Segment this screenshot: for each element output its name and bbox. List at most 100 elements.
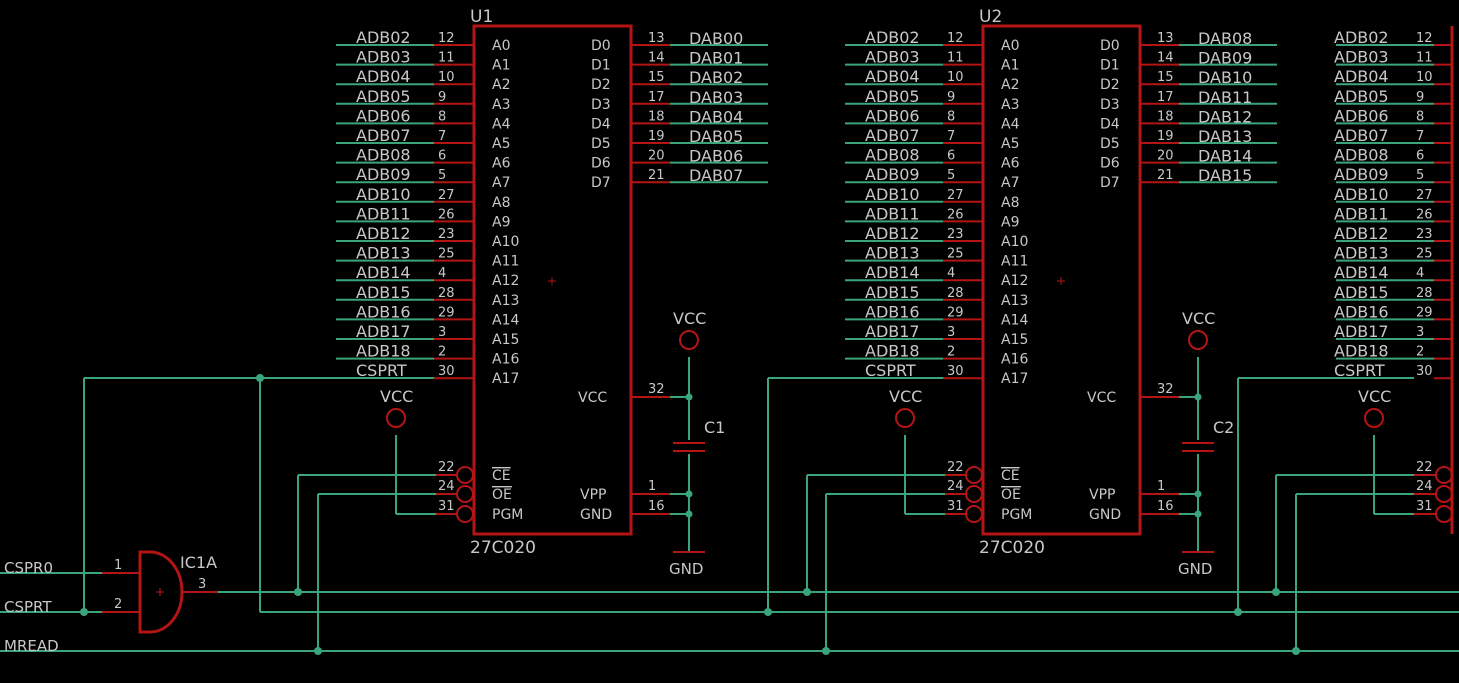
addr-net-label: ADB07: [865, 126, 920, 145]
addr-pin-num: 5: [438, 168, 446, 183]
chip-value-label: 27C020: [470, 538, 536, 558]
data-pin-name: D5: [1100, 136, 1120, 152]
chip3-addr-pin-num: 26: [1416, 207, 1433, 222]
addr-pin-num: 4: [438, 266, 446, 281]
data-pin-name: D2: [591, 77, 611, 93]
addr-pin-name: A4: [492, 116, 511, 132]
data-pin-num: 19: [1157, 129, 1174, 144]
addr-pin-name: A6: [492, 156, 511, 172]
addr-pin-name: A15: [492, 332, 519, 348]
chip3-ctrl-pin-num: 31: [1416, 499, 1433, 514]
data-pin-name: D3: [1100, 97, 1120, 113]
ctrl-pin-name: OE: [1001, 487, 1021, 503]
power-junction: [685, 510, 693, 518]
chip3-addr-pin-num: 10: [1416, 70, 1433, 85]
addr-net-label: ADB14: [356, 263, 411, 282]
data-net-label: DAB02: [689, 68, 743, 87]
addr-net-label: ADB09: [356, 165, 411, 184]
addr-pin-num: 7: [947, 129, 955, 144]
addr-pin-num: 10: [438, 70, 455, 85]
pwr-pin-name: VCC: [1087, 390, 1116, 406]
data-net-label: DAB04: [689, 107, 743, 126]
chip3-addr-net-label: ADB11: [1334, 204, 1389, 223]
addr-pin-num: 2: [947, 345, 955, 360]
addr-pin-num: 30: [947, 364, 964, 379]
addr-pin-num: 12: [947, 31, 964, 46]
ctrl-pin-num: 24: [438, 479, 455, 494]
ctrl-pin-num: 22: [947, 460, 964, 475]
chip3-addr-pin-num: 27: [1416, 188, 1433, 203]
data-pin-num: 17: [1157, 90, 1174, 105]
addr-net-label: ADB18: [865, 342, 920, 361]
addr-net-label: ADB12: [865, 224, 920, 243]
addr-pin-num: 8: [947, 109, 955, 124]
net-label-cspr0: CSPR0: [4, 559, 53, 577]
chip3-addr-net-label: ADB03: [1334, 48, 1389, 67]
ctrl-inversion-bubble: [965, 505, 983, 523]
data-pin-name: D5: [591, 136, 611, 152]
pwr-pin-name: VCC: [578, 390, 607, 406]
addr-net-label: ADB16: [865, 302, 920, 321]
chip3-addr-net-label: CSPRT: [1334, 361, 1385, 380]
vcc-symbol: [679, 330, 699, 350]
addr-pin-num: 3: [947, 325, 955, 340]
addr-pin-name: A14: [1001, 312, 1028, 328]
addr-pin-name: A11: [492, 254, 519, 270]
net-label-mread: MREAD: [4, 637, 59, 655]
addr-net-label: ADB17: [356, 322, 411, 341]
data-pin-name: D4: [1100, 116, 1120, 132]
chip3-ctrl-bubble: [1435, 485, 1453, 503]
addr-pin-name: A1: [1001, 58, 1019, 74]
addr-pin-name: A12: [1001, 273, 1028, 289]
chip3-ctrl-pin-num: 22: [1416, 460, 1433, 475]
chip3-addr-net-label: ADB18: [1334, 342, 1389, 361]
addr-net-label: ADB03: [356, 48, 411, 67]
data-pin-num: 21: [1157, 168, 1174, 183]
chip3-addr-pin-num: 30: [1416, 364, 1433, 379]
addr-pin-name: A16: [492, 352, 519, 368]
addr-pin-num: 6: [438, 149, 446, 164]
pwr-pin-num: 16: [1157, 499, 1174, 514]
addr-pin-num: 23: [438, 227, 455, 242]
gnd-label: GND: [1178, 560, 1212, 578]
chip-ref-label: U1: [470, 7, 493, 27]
power-junction: [685, 490, 693, 498]
data-net-label: DAB12: [1198, 107, 1252, 126]
addr-net-label: ADB11: [356, 204, 411, 223]
addr-net-label: ADB05: [356, 87, 411, 106]
addr-pin-name: A14: [492, 312, 519, 328]
chip3-addr-pin-num: 29: [1416, 305, 1433, 320]
addr-pin-name: A0: [492, 38, 510, 54]
addr-net-label: ADB09: [865, 165, 920, 184]
data-net-label: DAB03: [689, 88, 743, 107]
and-gate-ic1a: IC1A 1 2 3: [102, 550, 218, 634]
chip3-ctrl-bubble: [1435, 466, 1453, 484]
chip3-addr-net-label: ADB14: [1334, 263, 1389, 282]
ctrl-inversion-bubble: [456, 485, 474, 503]
cap-ref-label: C1: [704, 418, 725, 437]
data-net-label: DAB09: [1198, 49, 1252, 68]
addr-net-label: ADB14: [865, 263, 920, 282]
ctrl-pin-name: PGM: [492, 507, 523, 523]
data-pin-num: 18: [1157, 109, 1174, 124]
addr-pin-name: A6: [1001, 156, 1020, 172]
addr-pin-name: A4: [1001, 116, 1020, 132]
addr-net-label: ADB03: [865, 48, 920, 67]
gate-pin-num-1: 1: [114, 558, 122, 573]
data-net-label: DAB10: [1198, 68, 1252, 87]
addr-net-label: ADB13: [865, 244, 920, 263]
data-pin-num: 14: [648, 51, 665, 66]
addr-pin-num: 8: [438, 109, 446, 124]
chip3-addr-pin-num: 7: [1416, 129, 1424, 144]
addr-net-label: ADB08: [865, 146, 920, 165]
data-pin-num: 19: [648, 129, 665, 144]
addr-net-label: ADB02: [356, 28, 411, 47]
addr-pin-name: A1: [492, 58, 510, 74]
pwr-pin-num: 16: [648, 499, 665, 514]
addr-pin-num: 7: [438, 129, 446, 144]
gate-pin-num-2: 2: [114, 597, 122, 612]
pwr-pin-num: 1: [648, 479, 656, 494]
ctrl-pin-name: PGM: [1001, 507, 1032, 523]
addr-net-label: ADB06: [865, 106, 920, 125]
